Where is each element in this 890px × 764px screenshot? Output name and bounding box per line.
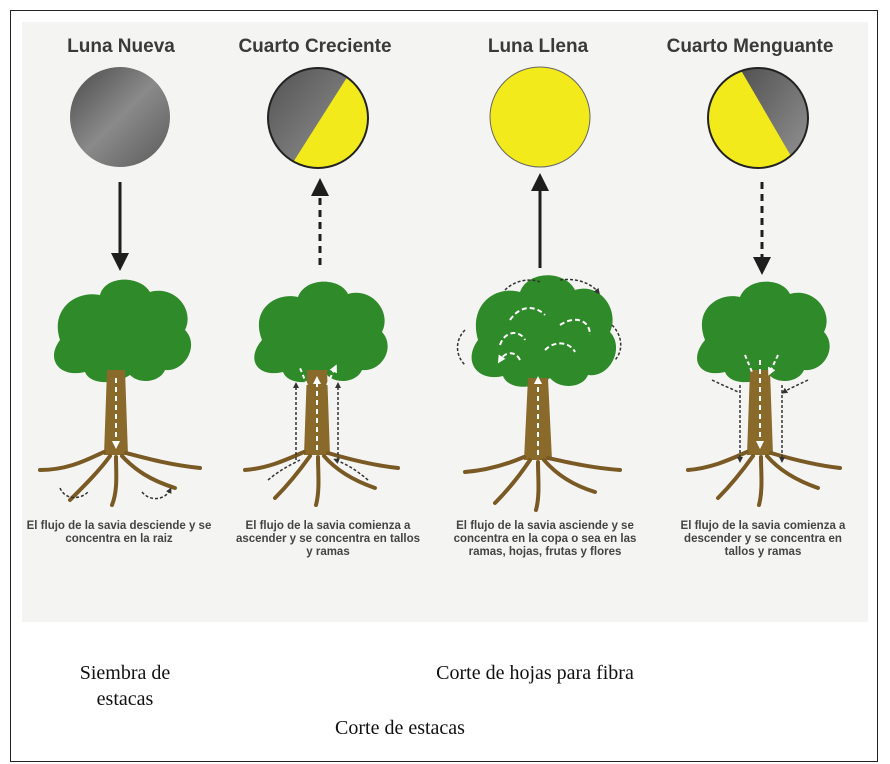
caption-siembra-de-estacas: Siembra de estacas bbox=[79, 662, 171, 710]
phase-title-luna-nueva: Luna Nueva bbox=[67, 36, 175, 57]
description-luna-llena: El flujo de la savia asciende y se conce… bbox=[453, 520, 637, 558]
phase-title-cuarto-menguante: Cuarto Menguante bbox=[666, 36, 834, 57]
waxing-moon-icon bbox=[267, 67, 369, 169]
tree-cuarto-creciente bbox=[243, 281, 400, 507]
new-moon-icon bbox=[70, 67, 170, 167]
figure-frame bbox=[10, 10, 878, 762]
full-moon-icon bbox=[489, 66, 591, 168]
tree-luna-llena bbox=[456, 275, 622, 512]
description-cuarto-creciente: El flujo de la savia comienza a ascender… bbox=[235, 520, 421, 558]
phase-title-cuarto-creciente: Cuarto Creciente bbox=[238, 36, 392, 57]
tree-luna-nueva bbox=[38, 279, 202, 507]
caption-corte-de-estacas: Corte de estacas bbox=[335, 717, 465, 739]
tree-cuarto-menguante bbox=[686, 281, 842, 507]
caption-corte-de-hojas: Corte de hojas para fibra bbox=[436, 662, 634, 684]
description-luna-nueva: El flujo de la savia desciende y se conc… bbox=[26, 520, 212, 545]
waning-moon-icon bbox=[707, 67, 809, 169]
phase-title-luna-llena: Luna Llena bbox=[487, 36, 589, 57]
description-cuarto-menguante: El flujo de la savia comienza a descende… bbox=[680, 520, 846, 558]
